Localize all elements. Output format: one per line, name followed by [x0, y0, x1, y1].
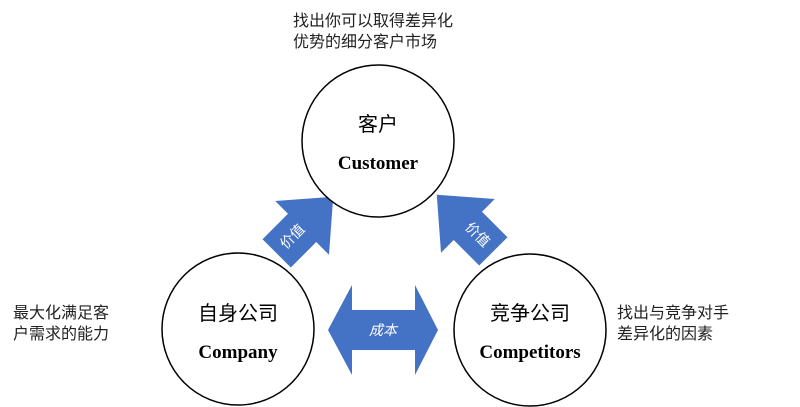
customer-node: 客户 Customer	[301, 64, 455, 218]
competitors-note: 找出与竞争对手 差异化的因素	[617, 303, 730, 343]
competitors-node: 竞争公司 Competitors	[453, 253, 607, 407]
competitors-cn: 竞争公司	[490, 301, 570, 325]
company-en: Company	[198, 342, 278, 363]
company-node: 自身公司 Company	[161, 252, 315, 406]
customer-en: Customer	[338, 153, 419, 174]
customer-cn: 客户	[358, 112, 398, 136]
company-note: 最大化满足客 户需求的能力	[13, 303, 110, 343]
value-arrow-left: 价值	[262, 196, 334, 268]
value-arrow-right: 价值	[436, 194, 508, 266]
competitors-en: Competitors	[479, 342, 580, 363]
company-cn: 自身公司	[198, 301, 278, 325]
cost-label: 成本	[369, 323, 399, 339]
cost-arrow: 成本	[328, 285, 438, 375]
customer-note: 找出你可以取得差异化 优势的细分客户市场	[293, 11, 454, 51]
